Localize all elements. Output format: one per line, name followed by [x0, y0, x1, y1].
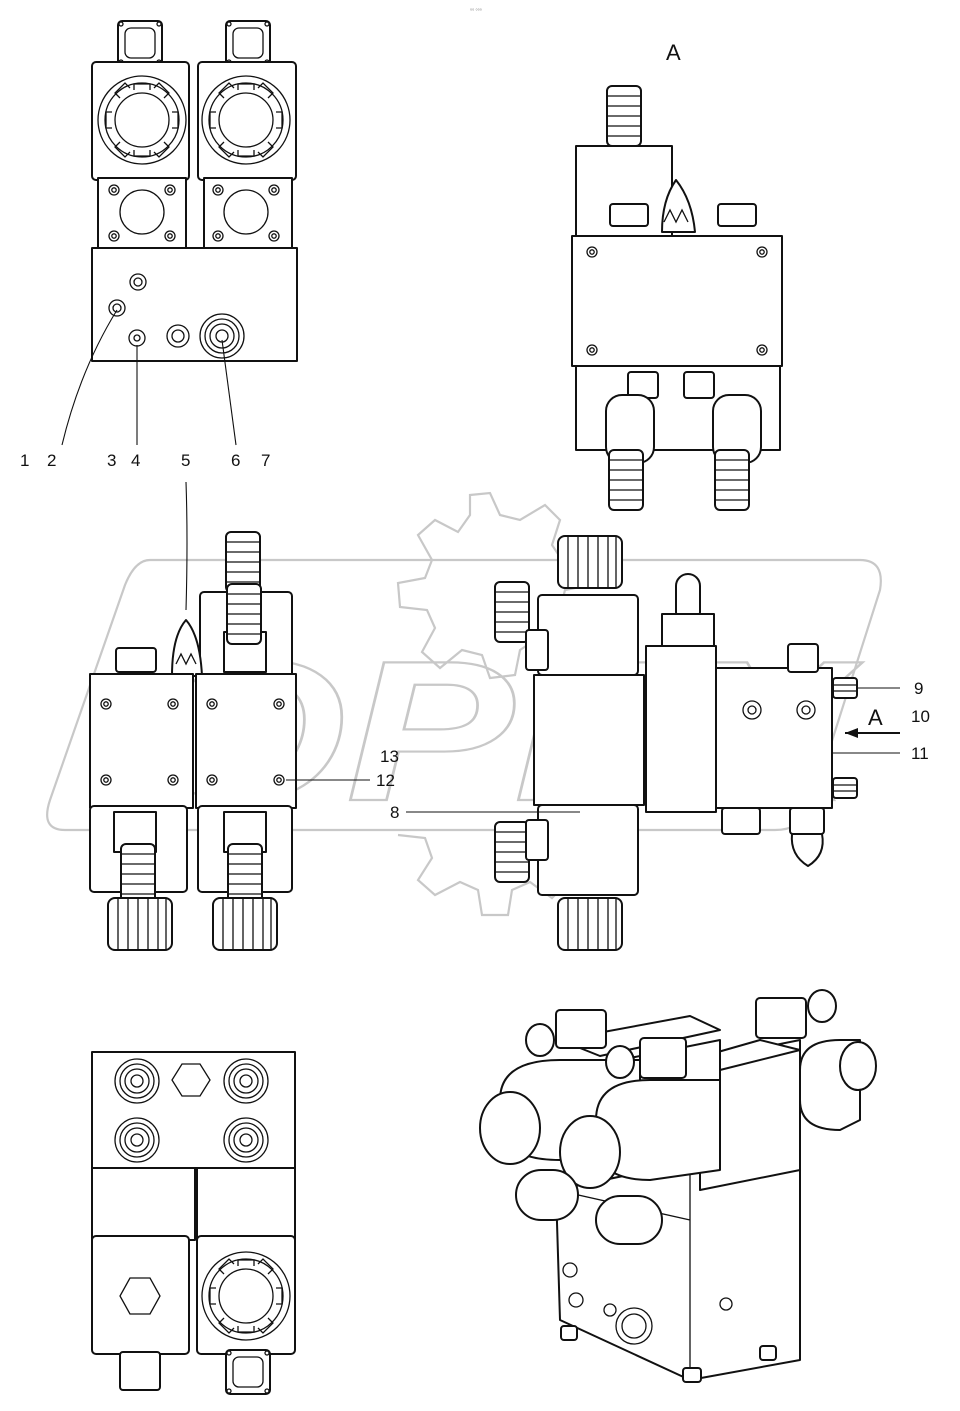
header-mark: ₀₀ ₀₀₀ [470, 6, 482, 12]
callout-8: 8 [390, 803, 399, 822]
view-a [571, 85, 783, 511]
isometric-view [479, 989, 877, 1383]
bottom-view [91, 1051, 296, 1395]
callout-9: 9 [914, 679, 923, 698]
front-view-top [91, 20, 298, 362]
side-view-2 [406, 535, 900, 951]
callout-13: 13 [380, 747, 399, 766]
callout-12: 12 [376, 771, 395, 790]
callout-3: 3 [107, 451, 116, 470]
front-view-leaders [61, 309, 237, 446]
callout-1: 1 [20, 451, 29, 470]
callout-4: 4 [131, 451, 140, 470]
view-a-title: A [666, 40, 681, 65]
side-view [89, 481, 370, 951]
callout-6: 6 [231, 451, 240, 470]
view-a-arrow-label: A [868, 705, 883, 730]
callout-5: 5 [181, 451, 190, 470]
callout-10: 10 [911, 707, 930, 726]
callout-2: 2 [47, 451, 56, 470]
callout-7: 7 [261, 451, 270, 470]
callout-11: 11 [911, 744, 929, 763]
